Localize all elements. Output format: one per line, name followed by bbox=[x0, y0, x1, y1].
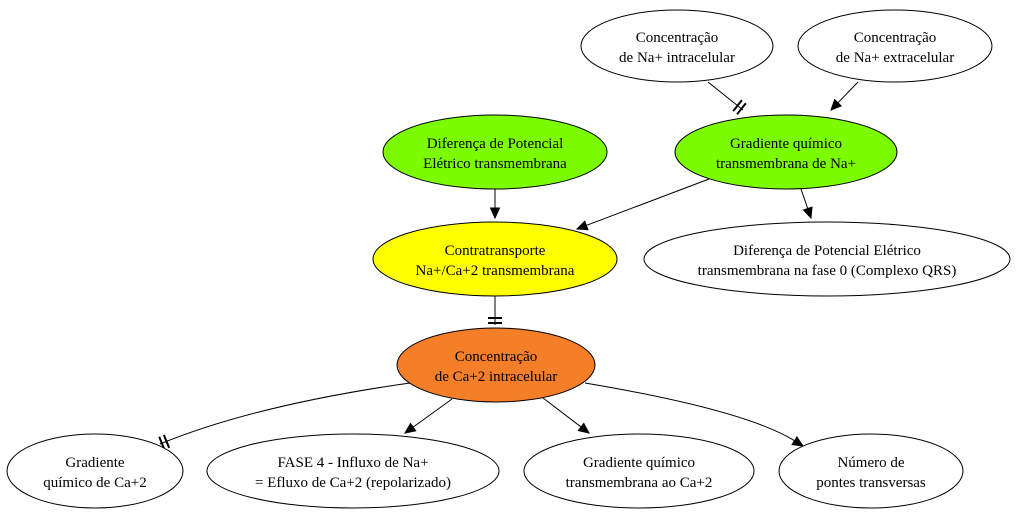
node-pot_qrs: Diferença de Potencial Elétrico transmemb… bbox=[643, 221, 1011, 297]
edge-na_intra-to-na_grad bbox=[707, 81, 747, 115]
edge-pot_diff-to-contra bbox=[489, 189, 501, 220]
node-shape bbox=[778, 433, 964, 509]
arrowhead bbox=[489, 207, 501, 220]
node-ca_grad_trans: Gradiente químico transmembrana ao Ca+2 bbox=[523, 433, 755, 509]
arrowhead bbox=[575, 220, 589, 231]
arrowhead bbox=[791, 435, 805, 447]
node-shape bbox=[372, 221, 618, 297]
node-label-line2: de Na+ intracelular bbox=[619, 50, 735, 66]
node-label-line1: Gradiente bbox=[65, 455, 124, 471]
node-shape bbox=[674, 114, 898, 190]
edge-line bbox=[412, 398, 453, 428]
inhibition-bar bbox=[736, 102, 747, 115]
node-label-line2: transmembrana na fase 0 (Complexo QRS) bbox=[698, 263, 957, 279]
node-shape bbox=[206, 433, 500, 509]
arrowhead bbox=[830, 98, 843, 111]
node-label-line2: de Na+ extracelular bbox=[836, 50, 954, 66]
node-fase4: FASE 4 - Influxo de Na+ = Efluxo de Ca+2 … bbox=[206, 433, 500, 509]
edge-line bbox=[159, 382, 411, 445]
node-label-line2: químico de Ca+2 bbox=[43, 475, 146, 491]
edge-line bbox=[800, 188, 809, 209]
node-label-line1: Concentração bbox=[854, 30, 936, 46]
edge-ca_intra-to-ca_grad_trans bbox=[542, 397, 590, 434]
edge-line bbox=[584, 382, 795, 442]
node-label-line1: FASE 4 - Influxo de Na+ bbox=[277, 455, 428, 471]
node-label-line2: transmembrana de Na+ bbox=[716, 156, 856, 172]
inhibition-bar bbox=[732, 99, 743, 112]
node-label-line2: pontes transversas bbox=[816, 475, 926, 491]
node-label-line2: de Ca+2 intracelular bbox=[435, 369, 558, 385]
node-na_extra: Concentração de Na+ extracelular bbox=[797, 9, 993, 83]
node-ca_grad_chem: Gradiente químico de Ca+2 bbox=[6, 433, 184, 509]
node-label-line1: Diferença de Potencial Elétrico bbox=[733, 243, 921, 259]
node-label-line1: Diferença de Potencial bbox=[427, 136, 564, 152]
node-label-line1: Contratransporte bbox=[445, 243, 546, 259]
node-shape bbox=[523, 433, 755, 509]
edge-na_grad-to-contra bbox=[575, 178, 710, 231]
edge-na_extra-to-na_grad bbox=[830, 81, 859, 111]
edge-na_grad-to-pot_qrs bbox=[800, 188, 813, 220]
arrowhead bbox=[802, 206, 813, 220]
node-label-line2: Elétrico transmembrana bbox=[423, 156, 567, 172]
inhibition-bar bbox=[162, 434, 171, 449]
node-shape bbox=[396, 327, 596, 403]
arrowhead bbox=[404, 422, 417, 434]
edge-line bbox=[837, 81, 859, 104]
node-shape bbox=[6, 433, 184, 509]
node-label-line1: Concentração bbox=[455, 349, 537, 365]
edge-contra-to-ca_intra bbox=[488, 296, 502, 325]
node-shape bbox=[580, 9, 774, 83]
node-shape bbox=[797, 9, 993, 83]
node-label-line1: Número de bbox=[837, 455, 904, 471]
node-na_grad: Gradiente químico transmembrana de Na+ bbox=[674, 114, 898, 190]
node-label-line1: Gradiente químico bbox=[583, 455, 695, 471]
edge-line bbox=[586, 178, 710, 226]
node-label-line2: = Efluxo de Ca+2 (repolarizado) bbox=[255, 475, 451, 491]
edges-layer bbox=[158, 81, 859, 451]
node-label-line2: Na+/Ca+2 transmembrana bbox=[416, 263, 575, 279]
edge-ca_intra-to-pontes bbox=[584, 382, 805, 447]
node-ca_intra: Concentração de Ca+2 intracelular bbox=[396, 327, 596, 403]
node-shape bbox=[643, 221, 1011, 297]
edge-ca_intra-to-fase4 bbox=[404, 398, 453, 434]
node-pontes: Número de pontes transversas bbox=[778, 433, 964, 509]
edge-line bbox=[542, 397, 582, 428]
arrowhead bbox=[577, 422, 590, 434]
node-na_intra: Concentração de Na+ intracelular bbox=[580, 9, 774, 83]
node-label-line2: transmembrana ao Ca+2 bbox=[566, 475, 713, 491]
node-shape bbox=[382, 114, 608, 190]
node-label-line1: Gradiente químico bbox=[730, 136, 842, 152]
node-label-line1: Concentração bbox=[636, 30, 718, 46]
